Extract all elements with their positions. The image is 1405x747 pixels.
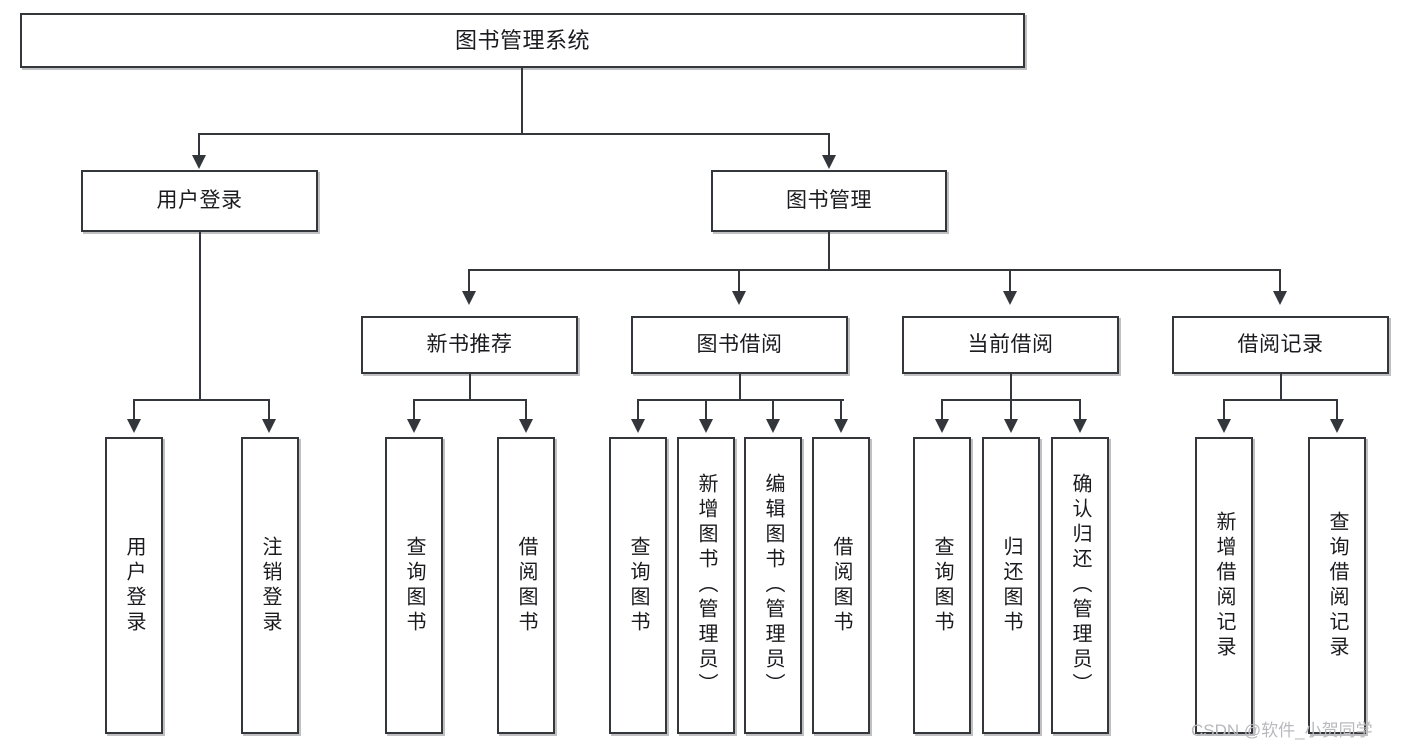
connector-bm-to-borrow-record [1279,269,1281,293]
connector-root-to-user-login [198,133,200,158]
connector-root-stem [521,68,523,134]
arrow-to-current-borrow [1003,291,1017,305]
node-new-book-recommend[interactable]: 新书推荐 [361,316,578,374]
node-label: 图书管理系统 [454,27,590,53]
node-label: 借阅图书 [515,535,537,636]
connector-book-management-bus [468,269,1280,271]
leaf-bb-edit-book-admin[interactable]: 编辑图书（管理员） [744,437,802,734]
connector-user-login-leaf-1 [133,399,135,421]
node-label: 当前借阅 [967,332,1054,356]
connector-bm-to-new-book [468,269,470,293]
node-label: 查询图书 [627,535,649,636]
connector-bb-leaf-3 [772,399,774,421]
arrow-to-leaf-cb-return-book [1004,419,1018,433]
node-label: 用户登录 [156,188,243,212]
node-book-management[interactable]: 图书管理 [711,170,947,232]
arrow-to-borrow-record [1273,291,1287,305]
leaf-bb-add-book-admin[interactable]: 新增图书（管理员） [677,437,735,734]
arrow-to-leaf-logout-login [262,419,276,433]
leaf-nbr-borrow-book[interactable]: 借阅图书 [497,437,555,734]
connector-root-to-book-management [828,133,830,158]
leaf-user-login[interactable]: 用户登录 [105,437,163,734]
arrow-to-leaf-cb-query-book [935,419,949,433]
connector-nbr-bus [413,399,527,401]
csdn-watermark: CSDN @软件_小贺同学 [1191,721,1373,740]
connector-book-management-stem [828,232,830,270]
connector-br-leaf-1 [1223,399,1225,421]
arrow-to-leaf-cb-confirm-return [1073,419,1087,433]
connector-nbr-stem [469,374,471,401]
arrow-to-leaf-bb-edit-book [766,419,780,433]
node-label: 查询图书 [403,535,425,636]
arrow-to-leaf-bb-query-book [631,419,645,433]
arrow-to-new-book-recommend [462,291,476,305]
connector-br-leaf-2 [1336,399,1338,421]
node-book-borrow[interactable]: 图书借阅 [631,316,848,374]
connector-nbr-leaf-1 [413,399,415,421]
arrow-to-user-login [192,155,206,169]
leaf-cb-confirm-return-admin[interactable]: 确认归还（管理员） [1051,437,1109,734]
node-label: 注销登录 [259,535,281,636]
connector-br-bus [1223,399,1338,401]
node-label: 查询图书 [931,535,953,636]
arrow-to-leaf-br-add-record [1217,419,1231,433]
node-label: 借阅记录 [1237,332,1324,356]
leaf-bb-query-book[interactable]: 查询图书 [609,437,667,734]
connector-user-login-bus [133,399,268,401]
leaf-br-add-record[interactable]: 新增借阅记录 [1195,437,1253,734]
node-label: 编辑图书（管理员） [762,473,784,698]
connector-bb-stem [739,374,741,401]
node-label: 用户登录 [123,535,145,636]
arrow-to-book-management [822,155,836,169]
node-label: 图书管理 [786,188,872,212]
node-label: 新增图书（管理员） [695,473,717,698]
leaf-nbr-query-book[interactable]: 查询图书 [385,437,443,734]
node-label: 图书借阅 [696,332,783,356]
node-label: 借阅图书 [830,535,852,636]
node-root-book-management-system[interactable]: 图书管理系统 [20,13,1025,68]
connector-cb-leaf-2 [1010,399,1012,421]
leaf-bb-borrow-book[interactable]: 借阅图书 [812,437,870,734]
arrow-to-leaf-nbr-query-book [407,419,421,433]
node-label: 归还图书 [1000,535,1022,636]
arrow-to-leaf-br-query-record [1330,419,1344,433]
connector-user-login-leaf-2 [268,399,270,421]
connector-bm-to-book-borrow [738,269,740,293]
node-label: 确认归还（管理员） [1069,473,1091,698]
connector-cb-leaf-3 [1079,399,1081,421]
node-user-login[interactable]: 用户登录 [81,170,318,232]
node-label: 新书推荐 [426,332,513,356]
connector-cb-leaf-1 [941,399,943,421]
connector-br-stem [1280,374,1282,401]
arrow-to-leaf-nbr-borrow-book [519,419,533,433]
arrow-to-leaf-bb-add-book [699,419,713,433]
leaf-br-query-record[interactable]: 查询借阅记录 [1308,437,1366,734]
connector-bb-leaf-1 [637,399,639,421]
connector-root-bus [198,133,830,135]
leaf-logout-login[interactable]: 注销登录 [241,437,299,734]
arrow-to-leaf-user-login [127,419,141,433]
node-borrow-record[interactable]: 借阅记录 [1172,316,1389,374]
connector-bb-leaf-2 [705,399,707,421]
arrow-to-book-borrow [732,291,746,305]
node-label: 新增借阅记录 [1213,510,1235,661]
connector-nbr-leaf-2 [525,399,527,421]
leaf-cb-return-book[interactable]: 归还图书 [982,437,1040,734]
connector-bb-leaf-4 [840,399,842,421]
node-label: 查询借阅记录 [1326,510,1348,661]
leaf-cb-query-book[interactable]: 查询图书 [913,437,971,734]
node-current-borrow[interactable]: 当前借阅 [902,316,1119,374]
arrow-to-leaf-bb-borrow-book [834,419,848,433]
connector-cb-stem [1010,374,1012,401]
connector-user-login-stem [199,232,201,400]
connector-bm-to-current-borrow [1009,269,1011,293]
connector-bb-bus [637,399,844,401]
